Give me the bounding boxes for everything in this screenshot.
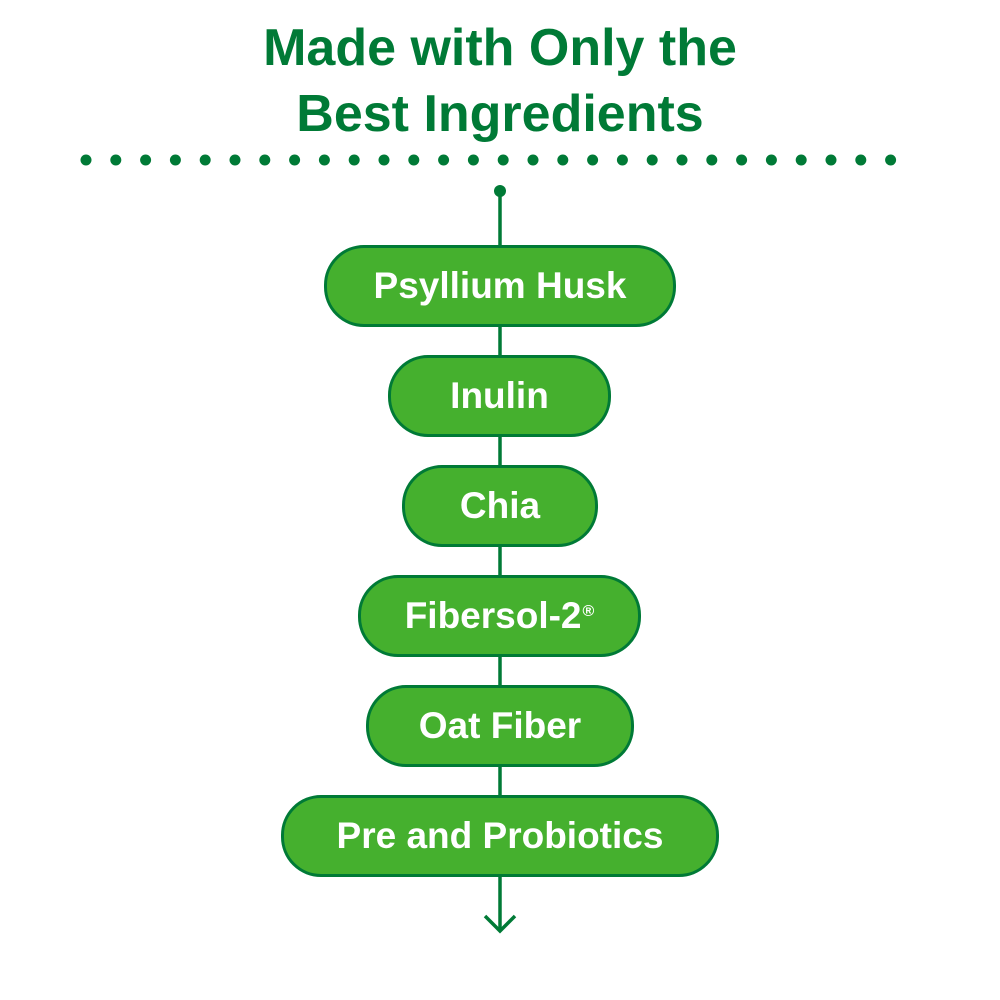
ingredient-oat-fiber: Oat Fiber bbox=[366, 685, 634, 767]
divider-dot bbox=[825, 154, 837, 166]
arrow-down-icon bbox=[483, 914, 517, 934]
ingredient-inulin: Inulin bbox=[388, 355, 611, 437]
divider-dot bbox=[676, 154, 688, 166]
divider-dot bbox=[855, 154, 867, 166]
ingredient-label: Psyllium Husk bbox=[373, 265, 627, 306]
ingredient-label: Pre and Probiotics bbox=[336, 815, 664, 856]
divider-dot bbox=[736, 154, 748, 166]
divider-dot bbox=[110, 154, 122, 166]
divider-dot bbox=[587, 154, 599, 166]
divider-dot bbox=[467, 154, 479, 166]
divider-dot bbox=[229, 154, 241, 166]
divider-dot bbox=[348, 154, 360, 166]
ingredient-label: Fibersol-2 bbox=[404, 595, 582, 636]
divider-dot bbox=[765, 154, 777, 166]
divider-dot bbox=[795, 154, 807, 166]
ingredient-fibersol-2: Fibersol-2® bbox=[358, 575, 641, 657]
divider-dot bbox=[438, 154, 450, 166]
page-title: Made with Only the Best Ingredients bbox=[0, 16, 1000, 148]
divider-dot bbox=[80, 154, 92, 166]
divider-dot bbox=[408, 154, 420, 166]
ingredient-label: Chia bbox=[459, 485, 541, 526]
divider-dot bbox=[527, 154, 539, 166]
registered-mark: ® bbox=[582, 603, 595, 620]
divider-dot bbox=[497, 154, 509, 166]
title-line-2: Best Ingredients bbox=[296, 85, 704, 143]
divider-dot bbox=[706, 154, 718, 166]
divider-dot bbox=[169, 154, 181, 166]
divider-dot bbox=[289, 154, 301, 166]
divider-dot bbox=[378, 154, 390, 166]
ingredient-chia: Chia bbox=[402, 465, 598, 547]
title-line-1: Made with Only the bbox=[263, 19, 737, 77]
divider-dot bbox=[318, 154, 330, 166]
divider-dot bbox=[140, 154, 152, 166]
divider-dot bbox=[557, 154, 569, 166]
divider-dot bbox=[616, 154, 628, 166]
divider-dot bbox=[885, 154, 897, 166]
ingredient-pre-and-probiotics: Pre and Probiotics bbox=[281, 795, 719, 877]
ingredient-label: Inulin bbox=[450, 375, 549, 416]
dotted-divider bbox=[80, 154, 897, 166]
divider-dot bbox=[259, 154, 271, 166]
ingredient-psyllium-husk: Psyllium Husk bbox=[324, 245, 676, 327]
ingredient-label: Oat Fiber bbox=[418, 705, 582, 746]
divider-dot bbox=[646, 154, 658, 166]
divider-dot bbox=[199, 154, 211, 166]
